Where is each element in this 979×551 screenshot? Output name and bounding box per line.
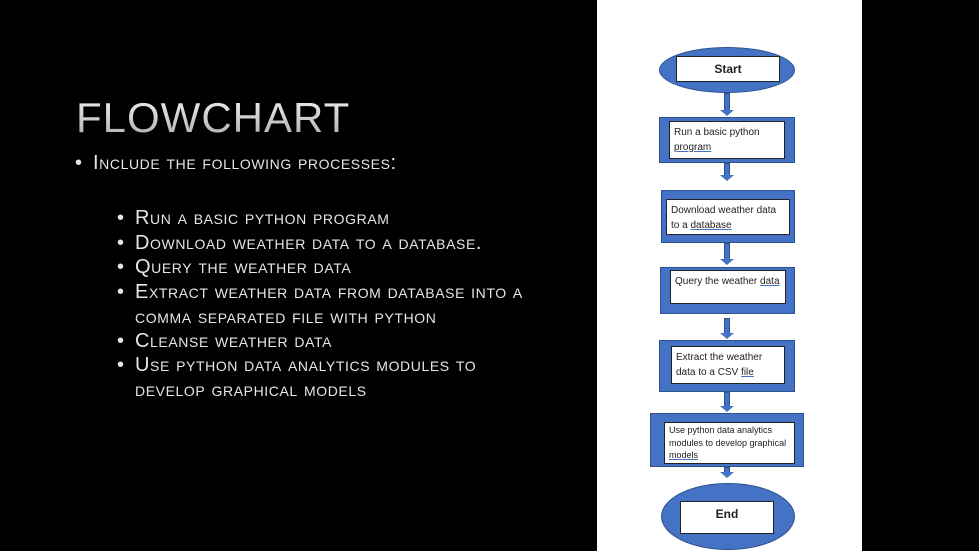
bullet-icon: • <box>75 152 83 174</box>
bullet-icon: • <box>117 207 125 229</box>
sub-bullet: • Run a basic python program <box>117 206 555 231</box>
sub-bullet: • Extract weather data from database int… <box>117 280 545 329</box>
arrow-icon <box>720 467 734 478</box>
sub-bullet-text: Cleanse weather data <box>135 330 333 352</box>
sub-bullet-text: Extract weather data from database into … <box>135 281 523 328</box>
process-step-text: Query the weather data <box>670 270 786 304</box>
sub-bullet-text: Use python data analytics modules to dev… <box>135 354 477 401</box>
bullet-icon: • <box>117 256 125 278</box>
process-step-text: Use python data analytics modules to dev… <box>664 422 795 464</box>
process-step-text: Download weather data to a database <box>666 199 790 235</box>
bullet-icon: • <box>117 281 125 303</box>
process-step-text: Extract the weather data to a CSV file <box>671 346 785 384</box>
bullet-icon: • <box>117 330 125 352</box>
start-label: Start <box>676 56 780 82</box>
sub-bullet: • Download weather data to a database. <box>117 231 555 256</box>
main-bullet-text: Include the following processes: <box>93 152 397 174</box>
sub-bullet-text: Run a basic python program <box>135 207 390 229</box>
bullet-icon: • <box>117 354 125 376</box>
sub-bullet: • Query the weather data <box>117 255 555 280</box>
sub-bullet: • Use python data analytics modules to d… <box>117 353 505 402</box>
flowchart-image: Start Run a basic python program Downloa… <box>597 0 862 551</box>
main-bullet: • Include the following processes: <box>75 151 513 176</box>
slide-title: Flowchart <box>76 94 351 141</box>
arrow-icon <box>720 93 734 116</box>
arrow-icon <box>720 243 734 265</box>
arrow-icon <box>720 163 734 181</box>
process-step-text: Run a basic python program <box>669 121 785 159</box>
arrow-icon <box>720 318 734 339</box>
sub-bullet-text: Query the weather data <box>135 256 352 278</box>
sub-bullet: • Cleanse weather data <box>117 329 555 354</box>
arrow-icon <box>720 392 734 412</box>
bullet-icon: • <box>117 232 125 254</box>
sub-bullet-text: Download weather data to a database. <box>135 232 483 254</box>
end-label: End <box>680 501 774 534</box>
